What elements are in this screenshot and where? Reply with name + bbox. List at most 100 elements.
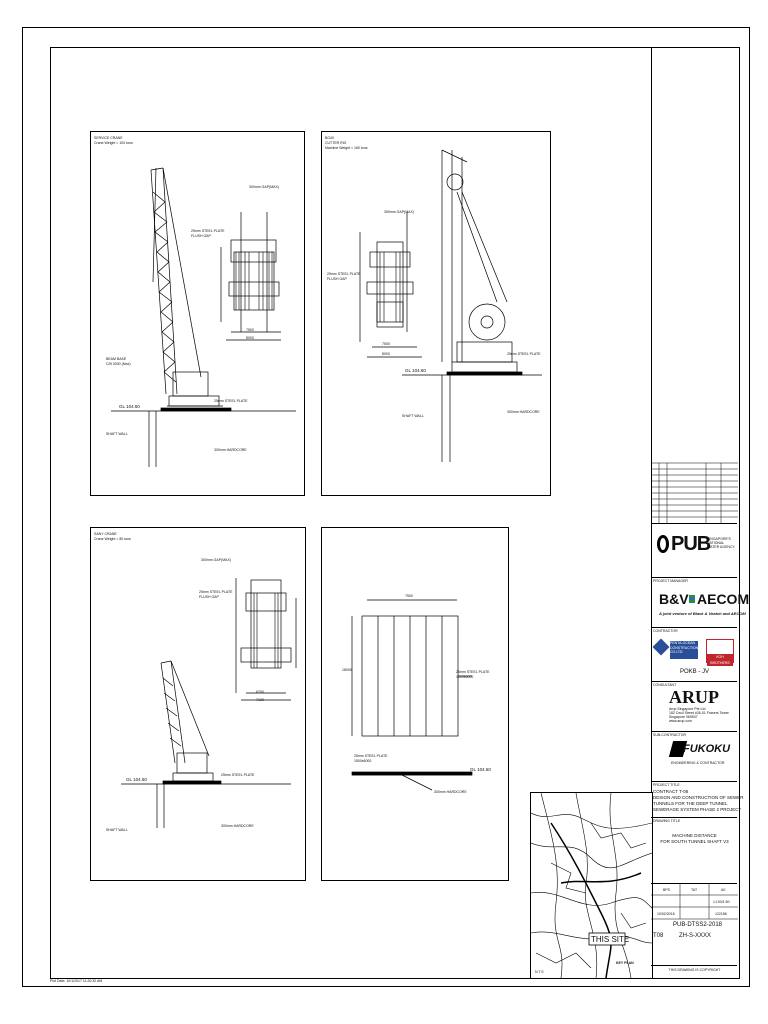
label: 1500x6000 bbox=[354, 759, 372, 763]
label: 300mm GAP(MAX) bbox=[384, 210, 414, 214]
label: 300mm HARDCORE bbox=[507, 410, 540, 414]
label: BEAM BASE bbox=[106, 357, 127, 361]
panel-service-crane: SERVICE CRANE Crane Weight = 100 tons bbox=[90, 131, 305, 496]
revision-table bbox=[651, 462, 738, 523]
key-plan-map: THIS SITE KEY PLAN N.T.S bbox=[530, 792, 653, 979]
bv-logo: B&V bbox=[659, 591, 689, 607]
pm-label: PROJECT MANAGER bbox=[653, 579, 688, 583]
subcon-label: SUB-CONTRACTOR bbox=[653, 733, 686, 737]
pub-logo-text: PUB bbox=[671, 533, 711, 555]
label: 300mm HARDCORE bbox=[221, 824, 254, 828]
this-site-label: THIS SITE bbox=[591, 935, 630, 944]
panel-steel-plate-layout: 7500 18000 25mm STEEL PLATE 1500x6000 25… bbox=[321, 527, 509, 881]
pub-tagline: SINGAPORE'S NATIONAL WATER AGENCY bbox=[707, 537, 735, 549]
panel-cutter-rig: BG40 CUTTER RIG Machine Weight = 160 ton… bbox=[321, 131, 551, 496]
label: 8000 bbox=[382, 352, 390, 356]
label: GL 104.60 bbox=[126, 777, 147, 782]
copyright-notice: THIS DRAWING IS COPYRIGHT bbox=[668, 968, 721, 972]
label: SHAFT WALL bbox=[106, 432, 128, 436]
label: 25mm STEEL PLATE bbox=[199, 590, 233, 594]
consultant-label: CONSULTANT bbox=[653, 683, 677, 687]
date-value: 10/02/2018 bbox=[657, 912, 675, 916]
project-line-2: DESIGN AND CONSTRUCTION OF SEWER bbox=[653, 795, 744, 800]
penta-ocean-logo: PENTA-OCEAN CONSTRUCTION CO.LTD bbox=[652, 638, 699, 669]
label: FLUSH GAP bbox=[327, 277, 347, 281]
label: 25mm STEEL PLATE bbox=[191, 229, 225, 233]
drawing-border bbox=[50, 47, 740, 979]
label: FLUSH GAP bbox=[199, 595, 219, 599]
label: 25mm STEEL PLATE bbox=[214, 399, 248, 403]
label: 25mm STEEL PLATE bbox=[354, 754, 388, 758]
label: 25mm STEEL PLATE bbox=[507, 352, 541, 356]
label: 300mm GAP(MAX) bbox=[249, 185, 279, 189]
fukoku-logo: FUKOKU ENGINEERING & CONTRACTOR bbox=[668, 741, 731, 771]
label: GL 104.60 bbox=[119, 404, 140, 409]
drawing-title-label: DRAWING TITLE bbox=[653, 819, 681, 823]
label: 25mm STEEL PLATE bbox=[456, 670, 490, 674]
sany-crane-drawing bbox=[121, 578, 297, 828]
label: FLUSH GAP bbox=[191, 234, 211, 238]
pub-drop-icon bbox=[657, 535, 669, 553]
panel-subtitle: Crane Weight = 100 tons bbox=[94, 141, 133, 145]
arup-address-4: www.arup.com bbox=[669, 719, 692, 723]
arup-address-2: 182 Cecil Street #26-01 Frasers Tower bbox=[669, 711, 729, 715]
contract-code: PUB-DTSS2-2018 bbox=[673, 922, 723, 928]
project-line-1: CONTRACT T-08 bbox=[653, 789, 689, 794]
label: SHAFT WALL bbox=[402, 414, 424, 418]
map-drawing bbox=[531, 793, 652, 978]
project-line-4: SEWERAGE SYSTEM PHASE 2 PROJECT bbox=[653, 807, 742, 812]
label: 7100 bbox=[256, 698, 264, 702]
panel-subtitle: Crane Weight = 80 tons bbox=[94, 537, 131, 541]
scale-value: 1:100/1:50 bbox=[713, 900, 730, 904]
label: C/B 3000 (Max) bbox=[106, 362, 131, 366]
arup-logo: ARUP bbox=[669, 687, 719, 707]
plot-date: Plot Date: 10/1/2017 11:20:32 AM bbox=[50, 979, 103, 983]
aecom-logo: AECOM bbox=[697, 591, 750, 607]
contract-number: T08 bbox=[653, 933, 664, 939]
label: 6700 bbox=[256, 690, 264, 694]
panel-subtitle-2: Machine Weight = 160 tons bbox=[325, 146, 368, 150]
label: 8000 bbox=[246, 336, 254, 340]
label: 300mm GAP(MAX) bbox=[201, 558, 231, 562]
drawing-title-1: MACHINE DISTANCE bbox=[672, 833, 717, 838]
project-line-3: TUNNELS FOR THE DEEP TUNNEL bbox=[653, 801, 728, 806]
owner-logo: PUB SINGAPORE'S NATIONAL WATER AGENCY bbox=[657, 531, 737, 571]
sheet-outer-border bbox=[22, 27, 750, 987]
panel-sany-crane: SANY CRANE Crane Weight = 80 tons bbox=[90, 527, 306, 881]
label: 25mm STEEL PLATE bbox=[221, 773, 255, 777]
penta-ocean-emblem-icon bbox=[652, 638, 670, 656]
pm-logo: B&V AECOM A joint venture of Black & Vea… bbox=[659, 589, 749, 619]
fukoku-sub: ENGINEERING & CONTRACTOR bbox=[671, 761, 725, 765]
label: 300mm HARDCORE bbox=[434, 790, 467, 794]
checked-by: TAT bbox=[691, 888, 698, 892]
cutter-rig-drawing bbox=[359, 149, 542, 462]
contractor-label: CONTRACTOR bbox=[653, 629, 678, 633]
drawn-by: BPS bbox=[663, 888, 671, 892]
label: GL 104.60 bbox=[405, 368, 426, 373]
panel-subtitle: CUTTER RIG bbox=[325, 141, 347, 145]
label: SHAFT WALL bbox=[106, 828, 128, 832]
key-plan-label: KEY PLAN bbox=[616, 961, 634, 965]
penta-ocean-text: PENTA-OCEAN CONSTRUCTION CO.LTD bbox=[670, 641, 698, 659]
sheet-number: 122186 bbox=[715, 912, 727, 916]
arup-address-1: Arup Singapore Pte Ltd bbox=[669, 707, 706, 711]
project-title-label: PROJECT TITLE bbox=[653, 783, 680, 787]
scale-label: N.T.S bbox=[535, 970, 544, 974]
aecom-squares-icon bbox=[689, 595, 695, 603]
title-block-divider bbox=[651, 47, 652, 978]
jv-tagline: A joint venture of Black & Veatch and AE… bbox=[659, 611, 746, 616]
fukoku-text: FUKOKU bbox=[683, 743, 731, 755]
drawing-title-2: FOR SOUTH TUNNEL SHAFT V3 bbox=[660, 839, 729, 844]
drawing-info-grid: BPS TAT A0 1:100/1:50 10/02/2018 122186 … bbox=[651, 883, 738, 943]
panel-title: SANY CRANE bbox=[94, 532, 117, 536]
label: 25mm STEEL PLATE bbox=[327, 272, 361, 276]
label: 1500x6000 bbox=[456, 675, 474, 679]
service-crane-drawing bbox=[111, 167, 296, 467]
revision-letter: A0 bbox=[721, 888, 726, 892]
label: 300mm HARDCORE bbox=[214, 448, 247, 452]
koh-brothers-logo: KOH BROTHERS bbox=[706, 639, 734, 666]
label: 7500 bbox=[405, 594, 413, 598]
panel-title: SERVICE CRANE bbox=[94, 136, 123, 140]
label: 18000 bbox=[342, 668, 352, 672]
title-block: PUB SINGAPORE'S NATIONAL WATER AGENCY PR… bbox=[651, 47, 749, 978]
